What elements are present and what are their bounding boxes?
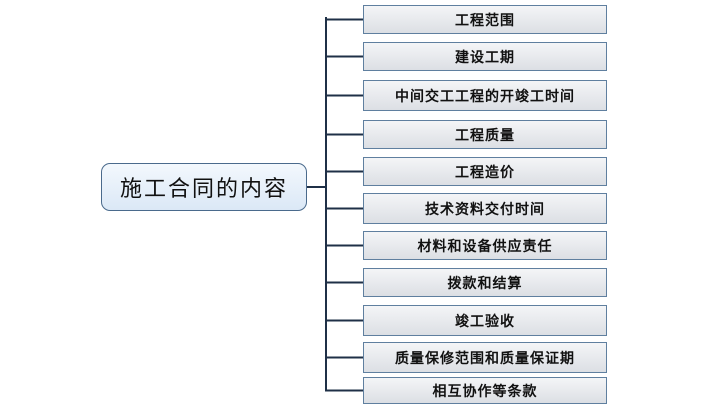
root-label: 施工合同的内容 <box>119 177 288 202</box>
topic-box-warranty: 质量保修范围和质量保证期 <box>363 342 607 373</box>
topic-label-cooperation: 相互协作等条款 <box>432 383 538 400</box>
root-node: 施工合同的内容 <box>101 163 307 211</box>
topic-label-interim-schedule: 中间交工工程的开竣工时间 <box>395 88 575 105</box>
topic-label-tech-docs: 技术资料交付时间 <box>425 201 545 218</box>
topic-box-cost: 工程造价 <box>363 157 607 186</box>
topic-box-quality: 工程质量 <box>363 120 607 149</box>
topic-label-scope: 工程范围 <box>455 12 515 29</box>
topic-label-quality: 工程质量 <box>455 127 515 144</box>
topic-box-material-supply: 材料和设备供应责任 <box>363 231 607 260</box>
topic-label-payment: 拨款和结算 <box>447 275 523 292</box>
topic-box-payment: 拨款和结算 <box>363 268 607 297</box>
topic-box-scope: 工程范围 <box>363 5 607 34</box>
topic-box-interim-schedule: 中间交工工程的开竣工时间 <box>363 80 607 111</box>
topic-label-acceptance: 竣工验收 <box>455 313 515 330</box>
branch-lines <box>325 18 363 392</box>
topic-box-duration: 建设工期 <box>363 42 607 71</box>
topic-label-warranty: 质量保修范围和质量保证期 <box>395 350 575 367</box>
topic-box-tech-docs: 技术资料交付时间 <box>363 193 607 224</box>
topic-label-cost: 工程造价 <box>455 164 515 181</box>
topic-box-cooperation: 相互协作等条款 <box>363 377 607 404</box>
topic-box-acceptance: 竣工验收 <box>363 305 607 336</box>
topic-label-duration: 建设工期 <box>455 49 515 66</box>
topic-label-material-supply: 材料和设备供应责任 <box>417 238 553 255</box>
